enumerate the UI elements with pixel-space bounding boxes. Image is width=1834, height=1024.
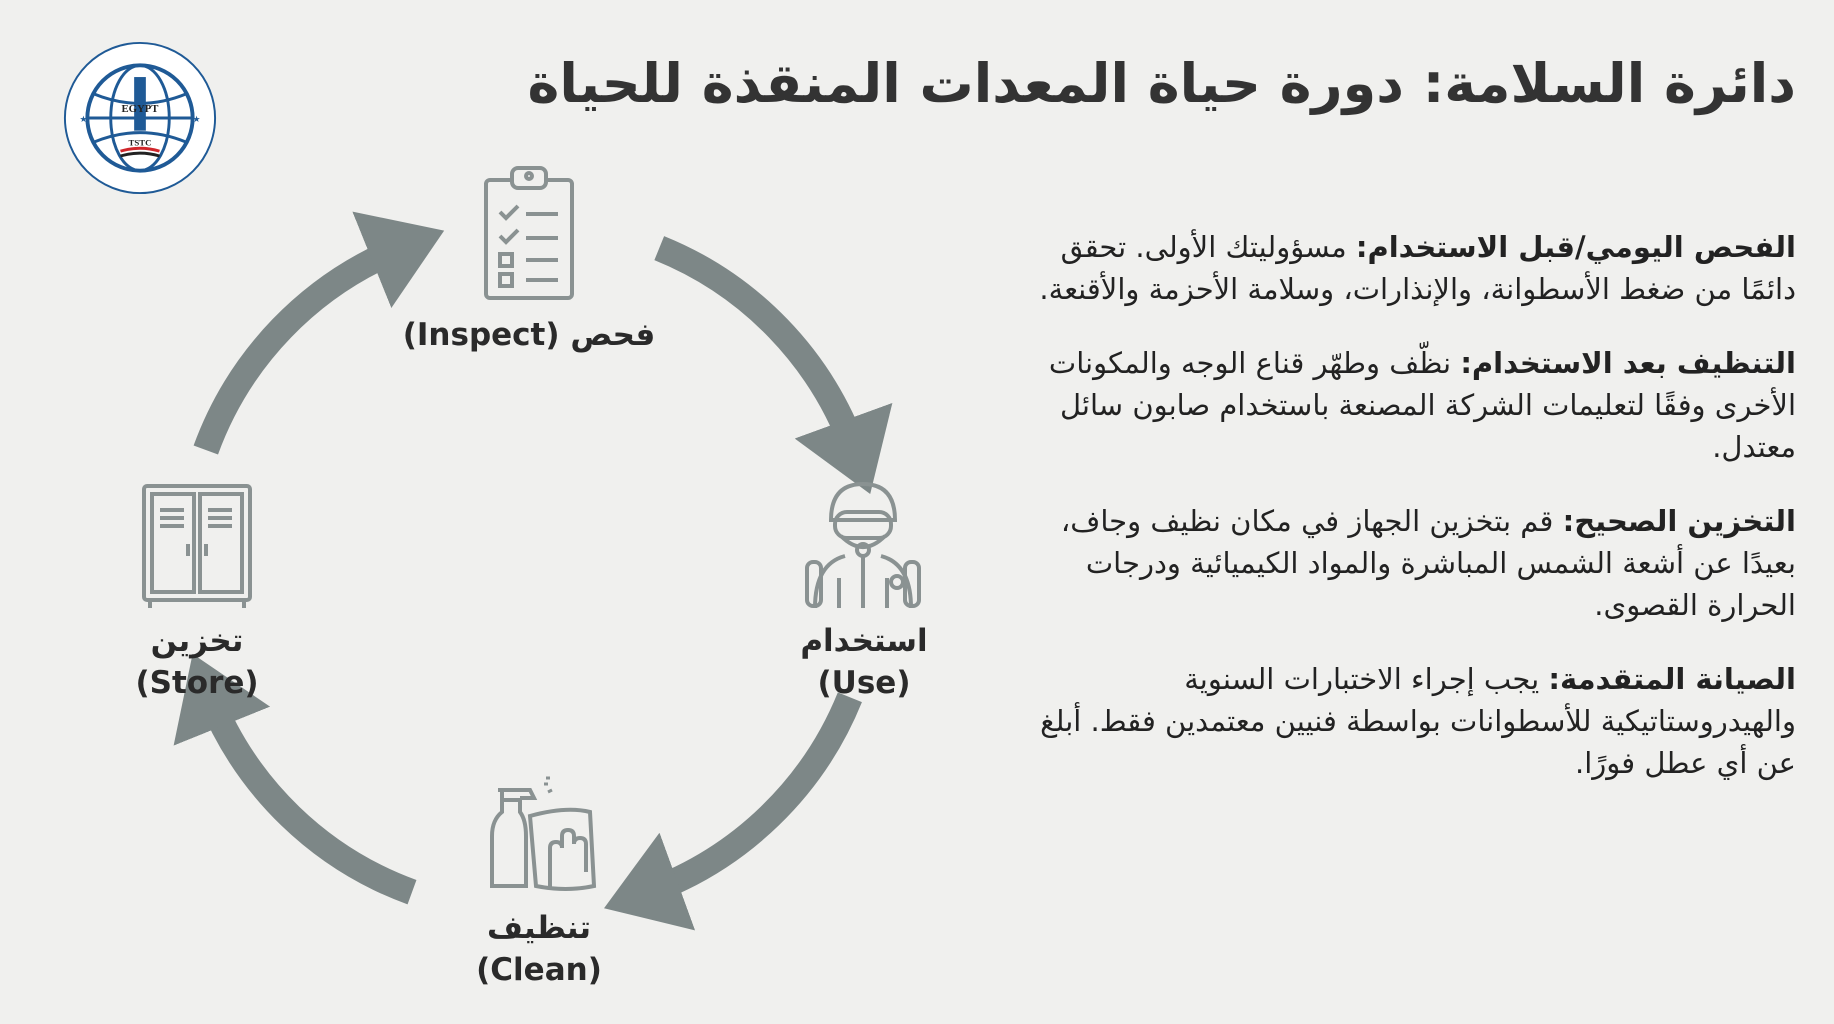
paragraph-text: نظّف وطهّر قناع الوجه والمكونات الأخرى و…: [1048, 346, 1796, 464]
svg-text:★: ★: [80, 115, 88, 125]
node-label-en: (Store): [135, 665, 259, 701]
svg-text:★: ★: [193, 115, 201, 125]
storage-cabinet-icon: [142, 484, 252, 608]
spray-bottle-cloth-icon: [490, 776, 597, 891]
arrow-clean-to-store: [173, 653, 417, 905]
paragraph-text: قم بتخزين الجهاز في مكان نظيف وجاف، بعيد…: [1060, 504, 1796, 622]
paragraph-heading: الصيانة المتقدمة:: [1548, 662, 1796, 696]
page-title: دائرة السلامة: دورة حياة المعدات المنقذة…: [527, 52, 1796, 115]
paragraph-maintenance: الصيانة المتقدمة: يجب إجراء الاختبارات ا…: [1036, 658, 1796, 784]
clipboard-checklist-icon: [484, 166, 574, 300]
node-label-en: (Use): [817, 665, 911, 701]
node-label-en: (Clean): [476, 952, 602, 988]
paragraph-text: يجب إجراء الاختبارات السنوية والهيدروستا…: [1040, 662, 1796, 780]
node-label-use: استخدام (Use): [800, 620, 927, 704]
node-label-store: تخزين (Store): [135, 620, 258, 704]
breathing-apparatus-worker-icon: [805, 481, 921, 609]
logo-abbrev: TSTC: [129, 137, 152, 147]
paragraph-heading: التنظيف بعد الاستخدام:: [1460, 346, 1796, 380]
node-label-en: (Inspect): [402, 317, 560, 353]
paragraph-cleaning: التنظيف بعد الاستخدام: نظّف وطهّر قناع ا…: [1036, 342, 1796, 468]
paragraph-heading: الفحص اليومي/قبل الاستخدام:: [1355, 230, 1796, 264]
paragraph-text: مسؤوليتك الأولى. تحقق دائمًا من ضغط الأس…: [1039, 230, 1796, 306]
safety-cycle-diagram: [142, 166, 921, 931]
node-label-clean: تنظيف (Clean): [476, 907, 602, 991]
logo-center-text: EGYPT: [122, 103, 159, 115]
instructions: الفحص اليومي/قبل الاستخدام: مسؤوليتك الأ…: [1036, 226, 1796, 816]
arrow-store-to-inspect: [193, 211, 445, 455]
node-label-ar: تخزين: [150, 623, 244, 659]
paragraph-inspection: الفحص اليومي/قبل الاستخدام: مسؤوليتك الأ…: [1036, 226, 1796, 310]
paragraph-storage: التخزين الصحيح: قم بتخزين الجهاز في مكان…: [1036, 500, 1796, 626]
company-logo: EGYPT TSTC ★ ★: [63, 41, 217, 195]
node-label-ar: تنظيف: [486, 910, 592, 946]
arrow-use-to-clean: [604, 692, 862, 931]
node-label-inspect: (Inspect) فحص: [403, 314, 656, 356]
arrow-inspect-to-use: [654, 236, 893, 494]
node-label-ar: استخدام: [800, 623, 928, 659]
paragraph-heading: التخزين الصحيح:: [1562, 504, 1796, 538]
node-label-ar: فحص: [570, 317, 656, 353]
